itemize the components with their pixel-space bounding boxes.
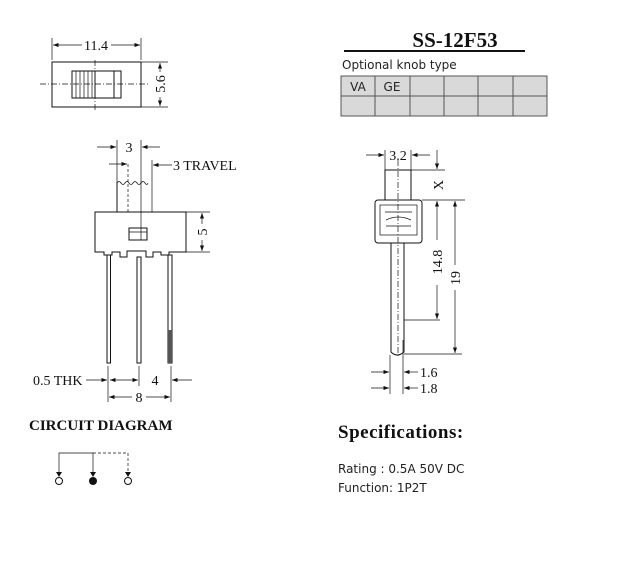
pin-length-dim-label: 14.8 xyxy=(431,250,446,275)
top-view: 11.4 5.6 xyxy=(40,38,169,110)
side-view: 3.2 X 14.8 19 1.6 1.8 xyxy=(366,149,465,397)
knob-width-dim-label: 3.2 xyxy=(389,149,407,164)
knob-table-label: Optional knob type xyxy=(342,58,457,72)
terminal-open-right xyxy=(124,477,132,485)
pin-width-1-label: 1.6 xyxy=(420,366,438,381)
spec-rating: Rating : 0.5A 50V DC xyxy=(338,462,464,476)
spec-function: Function: 1P2T xyxy=(338,481,427,495)
body-height-dim-label: 5 xyxy=(196,229,211,236)
knob-type-cell: VA xyxy=(350,80,366,94)
knob-type-table: VA GE xyxy=(340,75,548,117)
travel-dim-label: 3 TRAVEL xyxy=(173,159,237,174)
pin-left xyxy=(106,254,111,364)
thickness-dim-label: 0.5 THK xyxy=(33,374,83,389)
terminal-open-left xyxy=(55,477,63,485)
knob-type-cell: GE xyxy=(384,80,401,94)
circuit-diagram xyxy=(55,452,132,485)
pitch-dim-label: 4 xyxy=(152,374,159,389)
pin-width-2-label: 1.8 xyxy=(420,382,438,397)
circuit-title: CIRCUIT DIAGRAM xyxy=(29,418,172,434)
height-dim-label: 5.6 xyxy=(154,75,169,93)
specs-title: Specifications: xyxy=(338,422,464,443)
span-dim-label: 8 xyxy=(136,391,143,406)
knob-dim-label: 3 xyxy=(126,141,133,156)
total-length-dim-label: 19 xyxy=(449,271,464,285)
front-view: 3 3 TRAVEL 5 0.5 THK 4 8 xyxy=(33,140,237,406)
width-dim-label: 11.4 xyxy=(84,39,108,54)
pin-center xyxy=(136,256,142,364)
terminal-common xyxy=(89,477,97,485)
knob-height-dim-label: X xyxy=(432,180,447,190)
part-number: SS-12F53 xyxy=(412,28,497,52)
